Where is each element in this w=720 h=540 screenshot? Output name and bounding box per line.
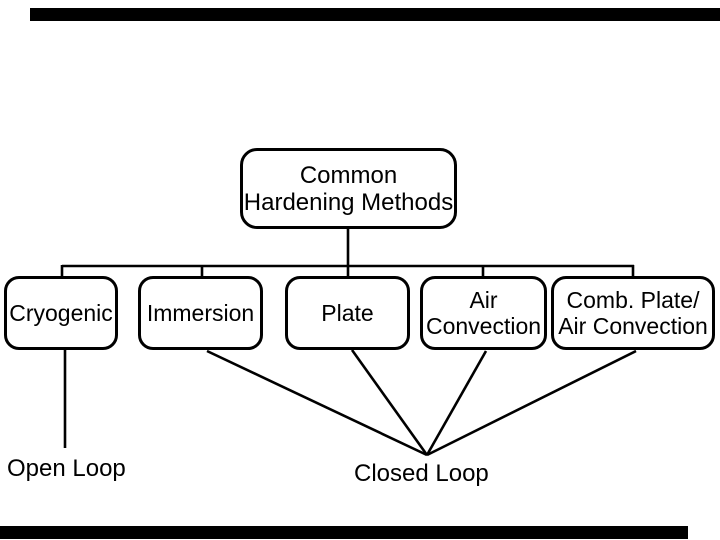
- connector-closed-plate: [350, 349, 429, 456]
- node-common-hardening-methods: Common Hardening Methods: [240, 148, 457, 229]
- connector-closed-air: [425, 350, 488, 456]
- node-cryogenic: Cryogenic: [4, 276, 118, 350]
- node-label-line: Air Convection: [558, 313, 708, 339]
- node-plate: Plate: [285, 276, 410, 350]
- node-label-line: Common: [299, 161, 398, 189]
- node-label-line: Convection: [425, 313, 542, 339]
- label-open-loop: Open Loop: [7, 455, 126, 482]
- node-label-line: Immersion: [146, 300, 255, 326]
- label-closed-loop: Closed Loop: [354, 460, 489, 487]
- node-air-convection: Air Convection: [420, 276, 547, 350]
- node-comb-plate-air-convection: Comb. Plate/ Air Convection: [551, 276, 715, 350]
- node-label-line: Hardening Methods: [243, 188, 454, 216]
- node-label-line: Cryogenic: [9, 300, 113, 326]
- bottom-accent-bar: [0, 526, 688, 539]
- node-label-line: Comb. Plate/: [566, 287, 700, 313]
- connector-closed-comb: [426, 349, 637, 457]
- top-accent-bar: [30, 8, 720, 21]
- node-label-line: Plate: [321, 300, 374, 326]
- node-label-line: Air: [469, 287, 498, 313]
- node-immersion: Immersion: [138, 276, 263, 350]
- connector-closed-immersion: [206, 349, 428, 457]
